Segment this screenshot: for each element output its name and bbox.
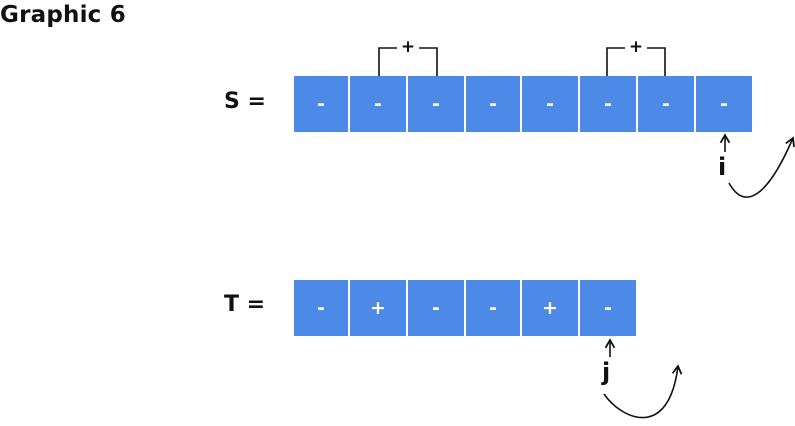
t-cell-1: - bbox=[294, 280, 348, 336]
s-cell-2: - bbox=[350, 76, 406, 132]
s-cell-4: - bbox=[466, 76, 520, 132]
i-advance-arrow bbox=[728, 136, 795, 198]
s-cell-8: - bbox=[696, 76, 752, 132]
t-cell-6: - bbox=[580, 280, 636, 336]
t-cell-5: + bbox=[522, 280, 578, 336]
s-cell-1: - bbox=[294, 76, 348, 132]
t-cell-2: + bbox=[350, 280, 406, 336]
s-cell-7: - bbox=[638, 76, 694, 132]
s-cell-6: - bbox=[580, 76, 636, 132]
s-cell-5: - bbox=[522, 76, 578, 132]
j-advance-arrow bbox=[603, 364, 683, 419]
s-bracket-1-label: + bbox=[397, 38, 419, 56]
i-pointer-label: i bbox=[718, 153, 727, 181]
graphic-title: Graphic 6 bbox=[0, 2, 126, 28]
t-row-label: T = bbox=[224, 292, 266, 317]
s-cell-3: - bbox=[408, 76, 464, 132]
s-row-label: S = bbox=[224, 89, 266, 114]
s-bracket-2-label: + bbox=[625, 38, 647, 56]
j-pointer-label: j bbox=[602, 358, 611, 386]
t-cell-4: - bbox=[466, 280, 520, 336]
t-cell-3: - bbox=[408, 280, 464, 336]
